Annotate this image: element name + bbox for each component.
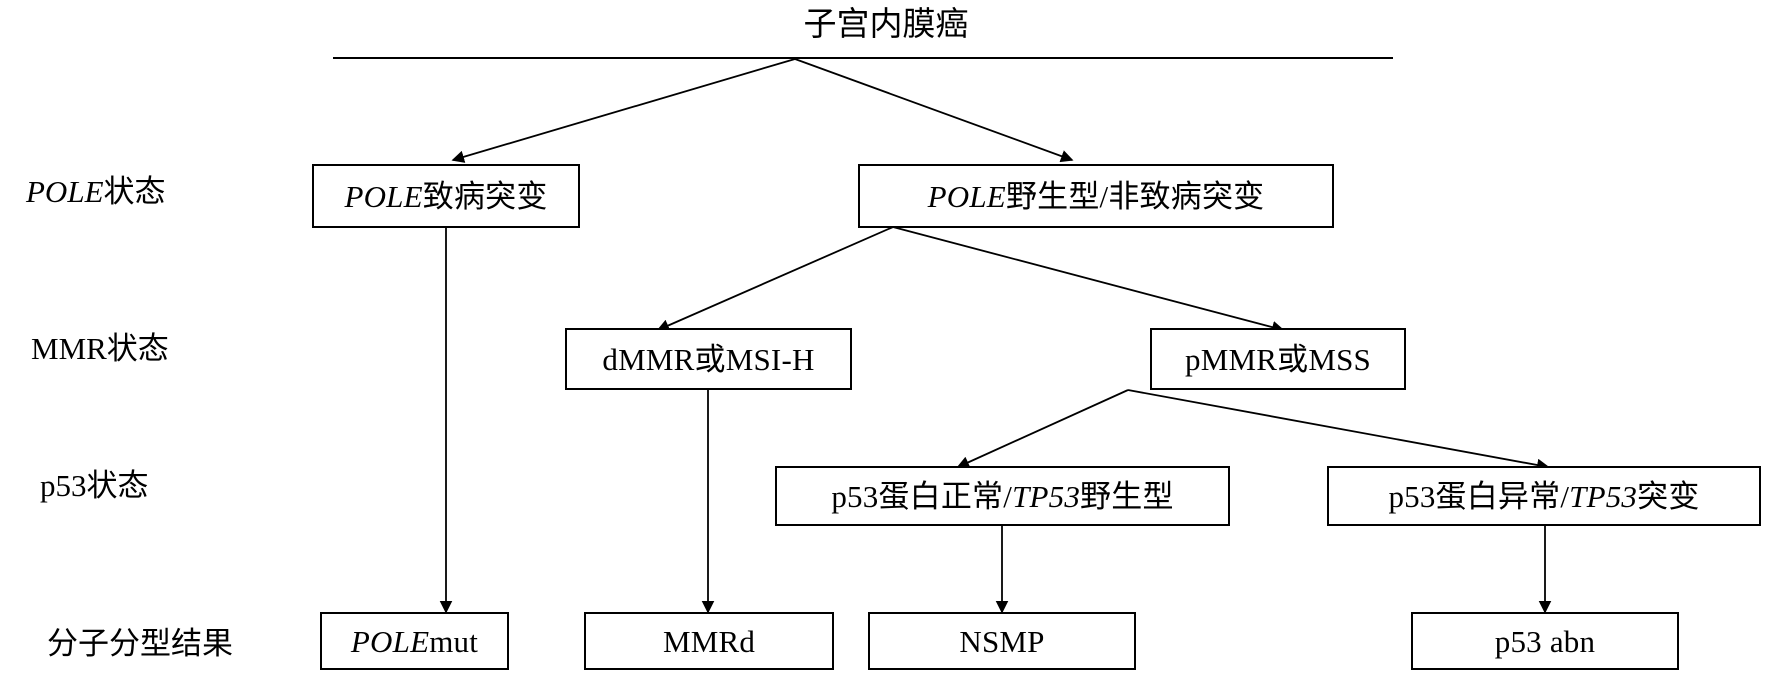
node-p53-abnormal-prefix: p53蛋白异常/	[1388, 478, 1570, 514]
node-result-nsmp[interactable]: NSMP	[868, 612, 1136, 670]
edge-pmmr-to-p53-normal	[956, 389, 1129, 469]
node-pole-pathogenic-mutation-label: 致病突变	[422, 178, 548, 214]
edge-polewt-to-dmmr	[656, 226, 894, 332]
edge-root-to-pole-mutant	[451, 58, 796, 163]
node-result-p53-abn[interactable]: p53 abn	[1411, 612, 1679, 670]
node-pole-pathogenic-mutation-gene: POLE	[344, 178, 423, 214]
node-pole-wildtype-label: 野生型/非致病突变	[1005, 178, 1265, 214]
row-label-p53-status-text: p53状态	[40, 468, 149, 503]
root-horizontal-rule	[333, 57, 1393, 59]
node-p53-normal-gene: TP53	[1012, 478, 1081, 514]
node-p53-abnormal-gene: TP53	[1569, 478, 1638, 514]
node-result-mmrd[interactable]: MMRd	[584, 612, 834, 670]
node-pmmr-mss-label: pMMR或MSS	[1185, 341, 1371, 377]
row-label-pole-status: POLE状态	[26, 176, 166, 207]
node-result-pole-mut[interactable]: POLE mut	[320, 612, 509, 670]
edge-pmmr-to-p53-abnormal	[1127, 389, 1550, 472]
node-result-nsmp-label: NSMP	[959, 623, 1045, 659]
row-label-p53-status: p53状态	[40, 470, 149, 501]
diagram-title: 子宫内膜癌	[0, 6, 1772, 46]
node-dmmr-msi-h[interactable]: dMMR或MSI-H	[565, 328, 852, 390]
row-label-pole-status-gene: POLE	[26, 174, 104, 209]
node-p53-abnormal-suffix: 突变	[1637, 478, 1700, 514]
row-label-mmr-status: MMR状态	[31, 333, 169, 364]
row-label-classification-result: 分子分型结果	[47, 628, 233, 659]
node-result-p53-abn-label: p53 abn	[1494, 623, 1596, 659]
row-label-mmr-status-text: MMR状态	[31, 331, 169, 366]
node-p53-normal-prefix: p53蛋白正常/	[831, 478, 1013, 514]
diagram-title-text: 子宫内膜癌	[803, 7, 969, 43]
node-p53-normal-suffix: 野生型	[1080, 478, 1174, 514]
node-pole-wildtype-gene: POLE	[927, 178, 1006, 214]
node-result-pole-mut-gene: POLE	[350, 623, 430, 659]
edge-polewt-to-pmmr	[892, 226, 1285, 334]
node-pmmr-mss[interactable]: pMMR或MSS	[1150, 328, 1406, 390]
row-label-classification-result-text: 分子分型结果	[47, 626, 233, 661]
node-result-mmrd-label: MMRd	[662, 623, 756, 659]
node-dmmr-msi-h-label: dMMR或MSI-H	[602, 341, 815, 377]
row-label-pole-status-text: 状态	[103, 174, 166, 209]
node-result-pole-mut-label: mut	[429, 623, 479, 659]
edge-root-to-pole-wildtype	[794, 58, 1074, 163]
